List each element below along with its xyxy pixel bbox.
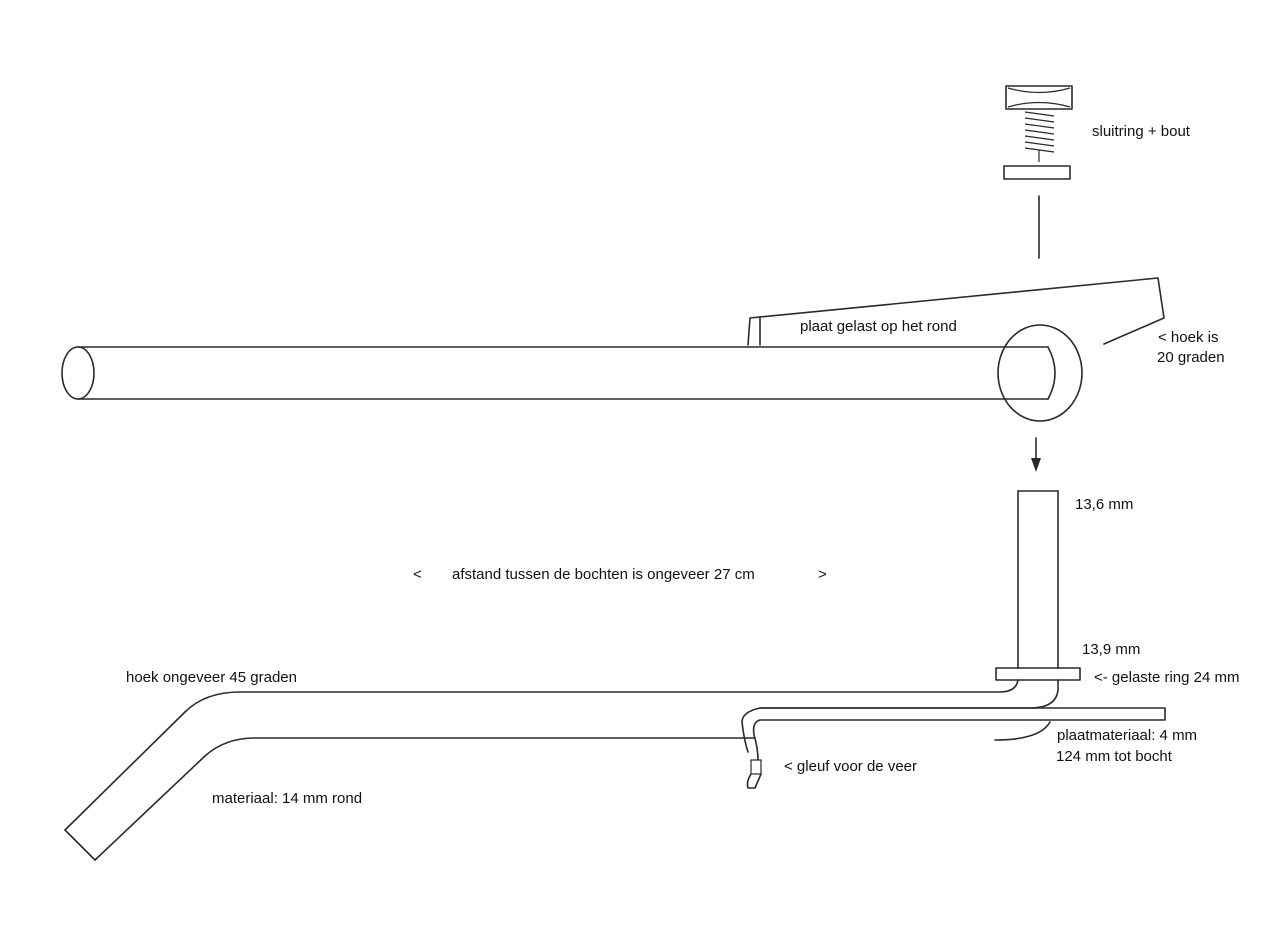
upper-plate [747,277,1165,346]
vertical-pin [1017,490,1059,669]
dim-top-label: 13,6 mm [1075,496,1134,513]
arrow-down-icon [1031,437,1041,472]
distance-label: afstand tussen de bochten is ongeveer 27… [452,566,755,583]
bolt-thread [1024,111,1055,162]
distance-close-bracket: > [818,566,827,583]
plate-to-bend-label: 124 mm tot bocht [1056,748,1172,765]
angle-20-label-line2: 20 graden [1157,349,1225,366]
distance-open-bracket: < [413,566,422,583]
angle-45-label: hoek ongeveer 45 graden [126,669,297,686]
spring-slot-label: < gleuf voor de veer [784,758,918,775]
upper-ring [997,324,1083,422]
plate-welded-label: plaat gelast op het rond [800,318,957,335]
spring-slot [746,759,762,789]
angle-20-label-line1: < hoek is [1158,329,1219,346]
material-label: materiaal: 14 mm rond [212,790,363,807]
washer [1003,165,1071,180]
dim-ring-label: 13,9 mm [1082,641,1141,658]
upper-rod [61,346,1056,400]
bolt-head [1005,85,1073,110]
welded-ring [995,667,1081,681]
welded-ring-label: <- gelaste ring 24 mm [1094,669,1240,686]
lower-rod [64,679,1059,861]
washer-bolt-label: sluitring + bout [1092,123,1190,140]
plate-material-label: plaatmateriaal: 4 mm [1057,727,1198,744]
lower-plate [741,707,1166,761]
